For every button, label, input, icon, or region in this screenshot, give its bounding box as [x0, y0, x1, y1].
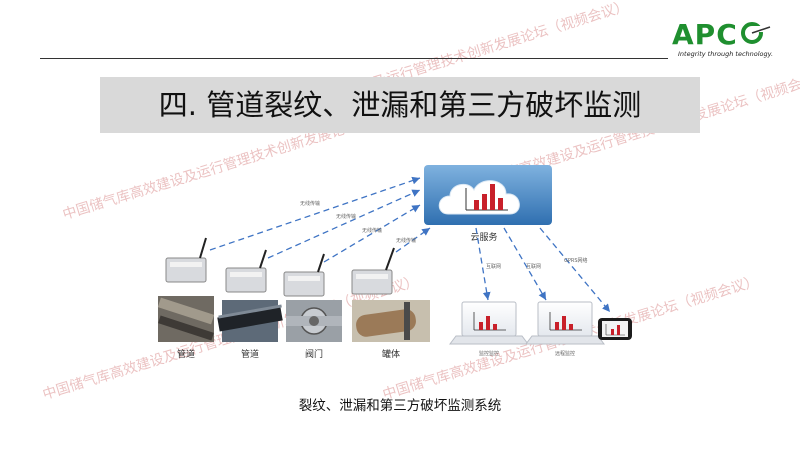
cloud-chart-bar	[498, 198, 503, 210]
uplink-label: 无线传输	[396, 237, 416, 244]
downlink-label: GPRS网络	[564, 257, 588, 264]
site-photo-pipeline	[217, 300, 283, 342]
phone-terminal	[598, 318, 632, 340]
downlink-label: 互联网	[486, 263, 501, 270]
uplink-arrows	[209, 176, 431, 263]
site-label: 罐体	[382, 348, 400, 360]
downlink-arrows	[475, 227, 611, 313]
site-photo-pipeline	[157, 296, 215, 342]
apc-logo: APC Integrity through technology.	[668, 18, 778, 58]
logo-tagline: Integrity through technology.	[678, 50, 774, 58]
downlink-label: 互联网	[526, 263, 541, 270]
logo-ring-icon	[741, 22, 771, 44]
site-label: 管道	[177, 348, 195, 360]
laptop-terminal	[525, 301, 605, 345]
cloud-server	[424, 165, 552, 225]
laptop-chart-bar	[555, 322, 559, 330]
phone-chart-bar	[617, 325, 620, 335]
laptop-chart-bar	[569, 324, 573, 330]
phone-chart-bar	[611, 329, 614, 335]
header-rule	[40, 58, 668, 59]
sensor-device	[351, 247, 395, 295]
site-label: 阀门	[305, 348, 323, 360]
title-band: 四. 管道裂纹、泄漏和第三方破坏监测	[100, 77, 700, 133]
uplink-label: 无线传输	[336, 213, 356, 220]
site-label: 管道	[241, 348, 259, 360]
laptop-terminal	[449, 301, 529, 345]
site-photo-tank	[352, 300, 430, 342]
laptop-chart-bar	[562, 316, 566, 330]
slide-title: 四. 管道裂纹、泄漏和第三方破坏监测	[158, 88, 642, 122]
sensor-device	[283, 253, 325, 297]
terminal-label: 远程监控	[555, 350, 575, 357]
cloud-label: 云服务	[470, 231, 497, 243]
site-photo-valve	[286, 300, 342, 342]
laptop-chart-bar	[479, 322, 483, 330]
cloud-chart-bar	[482, 194, 487, 210]
uplink-label: 无线传输	[300, 200, 320, 207]
laptop-chart-bar	[486, 316, 490, 330]
cloud-chart-bar	[490, 184, 495, 210]
terminal-label: 监控监控	[479, 350, 499, 357]
cloud-chart-bar	[474, 200, 479, 210]
laptop-chart-bar	[493, 324, 497, 330]
diagram-caption: 裂纹、泄漏和第三方破坏监测系统	[298, 398, 502, 414]
logo-brand: APC	[672, 18, 738, 51]
sensor-device	[225, 249, 267, 293]
sensor-device	[165, 237, 207, 283]
uplink-label: 无线传输	[362, 227, 382, 234]
